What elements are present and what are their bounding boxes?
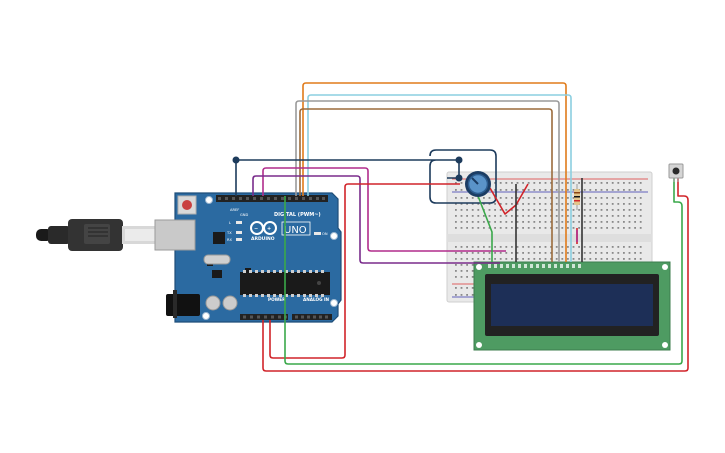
- uno-label: UNO: [284, 225, 307, 236]
- svg-text:TX: TX: [226, 231, 232, 235]
- capacitor-2: [222, 295, 238, 311]
- wire-orange[interactable]: [302, 82, 567, 262]
- arduino-uno-board[interactable]: AREF GND DIGITAL (PWM~) − + UNO ARDUINO …: [154, 192, 342, 323]
- potentiometer[interactable]: [465, 171, 491, 197]
- resistor[interactable]: [574, 184, 580, 210]
- wire-lightblue[interactable]: [307, 94, 572, 262]
- wire-brown[interactable]: [299, 108, 553, 262]
- arduino-brand-label: ARDUINO: [251, 236, 275, 242]
- capacitor-1: [205, 295, 221, 311]
- wire-red-pot[interactable]: [489, 183, 529, 215]
- usb-port[interactable]: [154, 219, 196, 251]
- analog-in-label: ANALOG IN: [303, 297, 330, 302]
- l-led: [236, 221, 242, 224]
- svg-text:ON: ON: [322, 232, 328, 236]
- on-led: [314, 232, 321, 235]
- svg-text:+: +: [267, 226, 271, 232]
- wire-junction: [455, 156, 463, 164]
- wire-green-button[interactable]: [284, 178, 683, 365]
- rx-led: [236, 238, 242, 241]
- wire-red-button[interactable]: [262, 178, 689, 372]
- power-label: POWER: [268, 297, 286, 302]
- usb-chip: [213, 232, 225, 244]
- power-jack[interactable]: [166, 294, 200, 316]
- wire-gray[interactable]: [295, 100, 560, 262]
- wire-junction: [455, 174, 463, 182]
- usb-cable[interactable]: [36, 219, 158, 251]
- arduino-logo: − +: [250, 221, 277, 235]
- digital-pwm-label: DIGITAL (PWM~): [274, 212, 321, 218]
- digital-header[interactable]: [216, 195, 328, 202]
- wires: [235, 82, 689, 372]
- wire-junction: [232, 156, 240, 164]
- analog-header[interactable]: [292, 314, 332, 320]
- aref-label: AREF: [230, 208, 239, 212]
- tx-led: [236, 231, 242, 234]
- svg-text:L: L: [229, 221, 231, 225]
- wire-red-vcc[interactable]: [269, 183, 460, 359]
- wire-green-pot[interactable]: [477, 195, 493, 262]
- crystal: [203, 254, 231, 265]
- wire-purple[interactable]: [252, 175, 500, 264]
- wire-magenta[interactable]: [262, 167, 506, 252]
- gnd-label: GND: [240, 213, 248, 217]
- lcd-16x2[interactable]: [473, 261, 671, 351]
- svg-text:−: −: [254, 226, 258, 232]
- lcd-screen: [491, 284, 653, 326]
- pushbutton[interactable]: [668, 163, 684, 182]
- svg-text:RX: RX: [227, 238, 232, 242]
